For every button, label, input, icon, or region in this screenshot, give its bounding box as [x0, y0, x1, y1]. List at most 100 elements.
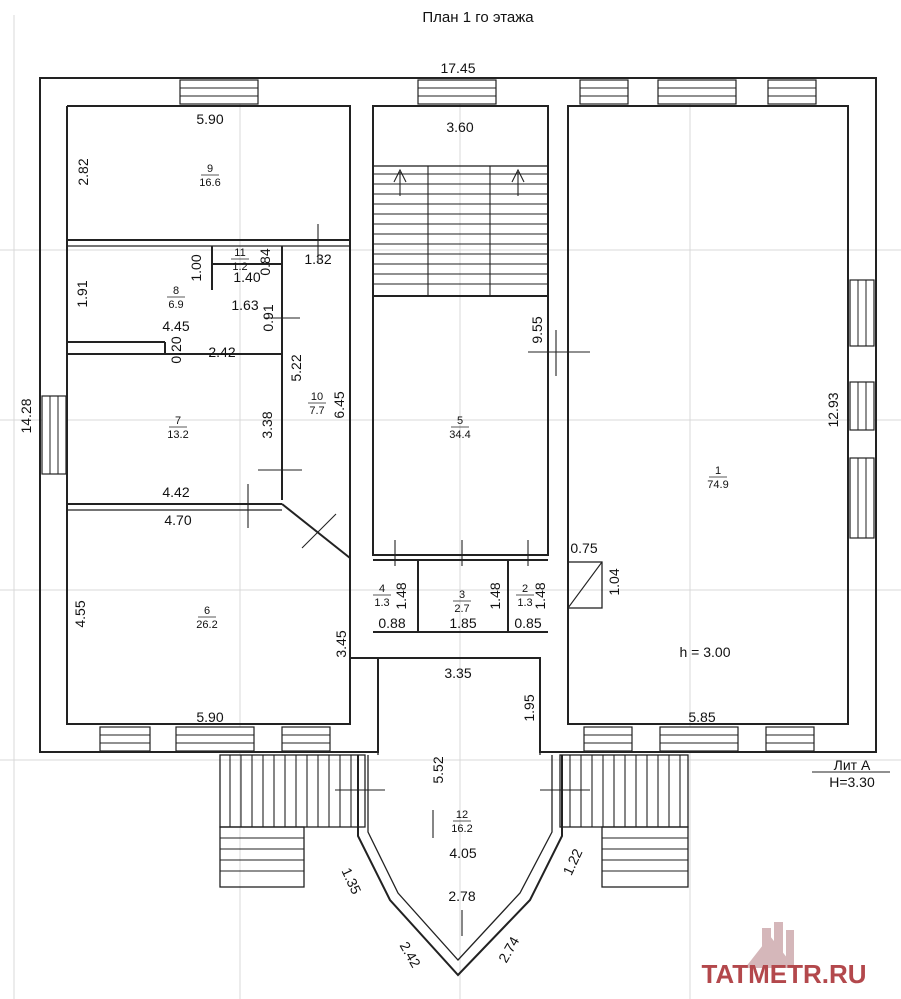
dim-stair-width: 3.60: [446, 119, 473, 135]
room-number: 11: [234, 247, 245, 259]
dim-room4-w: 0.88: [378, 615, 405, 631]
dim-room11-depth: 1.00: [188, 254, 204, 281]
dim-entry-width: 3.35: [444, 665, 471, 681]
room-label-6: 626.2: [196, 605, 217, 631]
room-labels: 174.921.332.741.3534.4626.2713.286.9916.…: [167, 163, 729, 835]
background-grid: [0, 15, 901, 999]
room-area: 1.3: [517, 597, 532, 609]
window-bottom-4: [583, 726, 633, 752]
window-top-4: [657, 79, 737, 105]
room-area: 16.2: [451, 823, 472, 835]
room-number: 5: [457, 415, 463, 427]
window-bottom-3: [281, 726, 331, 752]
window-right-3: [849, 457, 875, 539]
dim-vest-bl: 2.42: [397, 939, 425, 971]
room-number: 8: [173, 285, 179, 297]
window-bottom-6: [765, 726, 815, 752]
dim-room4-h: 1.48: [393, 582, 409, 609]
room-area: 6.9: [168, 299, 183, 311]
dim-room7-width: 4.42: [162, 484, 189, 500]
window-left: [41, 395, 67, 475]
dim-vest-depth: 5.52: [430, 756, 446, 783]
dim-room2-w: 0.85: [514, 615, 541, 631]
window-top-1: [179, 79, 259, 105]
dim-shaft-h: 1.04: [606, 568, 622, 595]
dim-ceiling-height: h = 3.00: [680, 644, 731, 660]
room-number: 10: [311, 391, 323, 403]
room-area: 16.6: [199, 177, 220, 189]
dim-room11-c: 1.32: [304, 251, 331, 267]
shaft: [567, 561, 603, 609]
window-top-2: [417, 79, 497, 105]
room-area: 1.2: [232, 261, 247, 273]
room-number: 4: [379, 583, 385, 595]
watermark: TATMETR.RU: [701, 922, 867, 989]
dim-shaft-w: 0.75: [570, 540, 597, 556]
dim-overall-depth: 14.28: [18, 398, 34, 433]
room-label-5: 534.4: [449, 415, 470, 441]
dim-room3-h: 1.48: [487, 582, 503, 609]
room-label-1: 174.9: [707, 465, 728, 491]
lit-note: Лит А H=3.30: [812, 757, 890, 790]
room-number: 6: [204, 605, 210, 617]
dim-room7-b: 2.42: [208, 344, 235, 360]
room-area: 26.2: [196, 619, 217, 631]
dim-room8-width: 4.45: [162, 318, 189, 334]
lit-height: H=3.30: [829, 774, 875, 790]
dim-room10-depth: 5.22: [288, 354, 304, 381]
dim-room6-bottom: 5.90: [196, 709, 223, 725]
window-right-2: [849, 381, 875, 431]
dim-room1-bottom: 5.85: [688, 709, 715, 725]
room-number: 12: [456, 809, 468, 821]
dim-vest-c: 2.78: [448, 888, 475, 904]
dim-room7-a: 0.20: [168, 336, 184, 363]
room-number: 9: [207, 163, 213, 175]
window-bottom-5: [659, 726, 739, 752]
window-top-5: [767, 79, 817, 105]
watermark-logo-icon: [745, 922, 795, 968]
vestibule: [357, 658, 563, 977]
dim-vest-left: 1.35: [339, 865, 365, 897]
room-label-8: 86.9: [167, 285, 185, 311]
window-right-1: [849, 279, 875, 347]
left-porch: [219, 754, 366, 888]
dim-room6-depth: 4.55: [72, 600, 88, 627]
room-area: 74.9: [707, 479, 728, 491]
room-area: 7.7: [309, 405, 324, 417]
dim-room10-b: 6.45: [331, 391, 347, 418]
dimension-labels: 17.45 14.28 5.90 2.82 3.60 12.93 9.55 1.…: [18, 60, 841, 970]
room-area: 2.7: [454, 603, 469, 615]
room-area: 13.2: [167, 429, 188, 441]
room-label-2: 21.3: [516, 583, 534, 609]
dim-overall-width: 17.45: [440, 60, 475, 76]
dim-room6-width: 4.70: [164, 512, 191, 528]
dim-corr-b: 0.91: [260, 304, 276, 331]
dim-room6-b: 3.45: [333, 630, 349, 657]
staircase: [372, 165, 549, 297]
room-label-3: 32.7: [453, 589, 471, 615]
plan-title: План 1 го этажа: [422, 9, 534, 26]
dim-vest-br: 2.74: [495, 934, 523, 966]
dim-room8-depth: 1.91: [74, 280, 90, 307]
dim-room2-h: 1.48: [532, 582, 548, 609]
room-area: 34.4: [449, 429, 470, 441]
door-marks: [247, 224, 590, 936]
dim-room1-depth: 12.93: [825, 392, 841, 427]
room-area: 1.3: [374, 597, 389, 609]
room-number: 2: [522, 583, 528, 595]
room-label-9: 916.6: [199, 163, 220, 189]
dim-entry-b: 1.95: [521, 694, 537, 721]
dim-vest-right: 1.22: [559, 846, 585, 878]
dim-room7-depth: 3.38: [259, 411, 275, 438]
room-label-7: 713.2: [167, 415, 188, 441]
dim-room11-b: 0.84: [257, 248, 273, 275]
dim-room3-w: 1.85: [449, 615, 476, 631]
dim-corr-a: 1.63: [231, 297, 258, 313]
room-label-4: 41.3: [373, 583, 391, 609]
interior-walls: [67, 239, 548, 633]
dim-room9-width: 5.90: [196, 111, 223, 127]
room-label-10: 107.7: [308, 391, 326, 417]
room-label-12: 12 16.2: [451, 809, 472, 835]
room-label-11: 111.2: [231, 247, 249, 273]
